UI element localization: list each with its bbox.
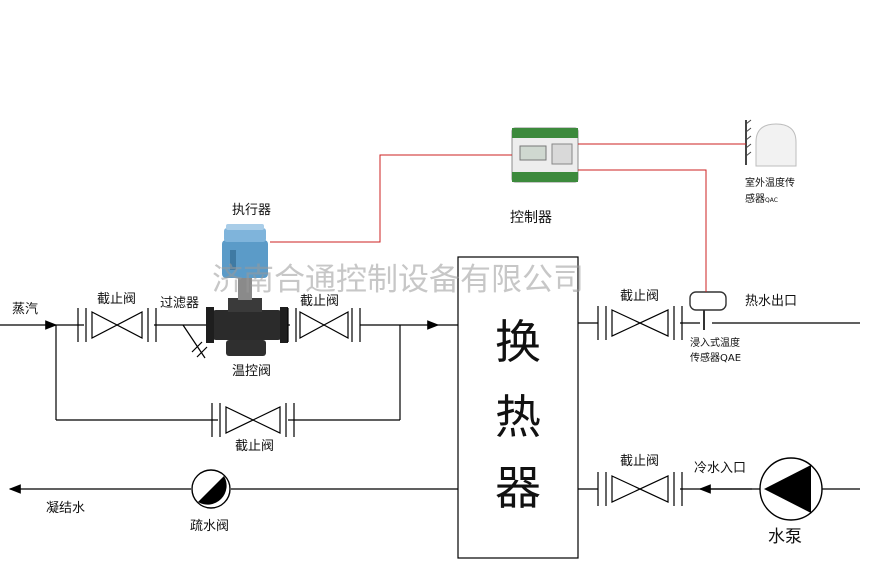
shutoff-valve-2-label: 截止阀 bbox=[300, 294, 339, 309]
outdoor-sensor bbox=[745, 119, 797, 167]
shutoff-valve-hot-label: 截止阀 bbox=[620, 289, 659, 304]
heat-exchanger-char-3: 器 bbox=[495, 461, 541, 515]
steam-label: 蒸汽 bbox=[12, 302, 38, 317]
water-pump-label: 水泵 bbox=[768, 527, 802, 547]
drain-valve bbox=[191, 469, 231, 509]
cold-water-inlet-label: 冷水入口 bbox=[694, 461, 746, 476]
heat-exchanger bbox=[457, 256, 579, 559]
shutoff-valve-bypass bbox=[211, 403, 295, 437]
drain-valve-label: 疏水阀 bbox=[190, 519, 229, 534]
shutoff-valve-cold bbox=[597, 472, 683, 506]
outdoor-sensor-label-1: 室外温度传 bbox=[745, 176, 795, 189]
condensate-label: 凝结水 bbox=[46, 500, 85, 516]
steam-pipe bbox=[0, 320, 458, 421]
actuator bbox=[222, 224, 268, 278]
hot-water-outlet-label: 热水出口 bbox=[745, 294, 797, 309]
immersion-sensor-label-1: 浸入式温度 bbox=[690, 336, 740, 349]
shutoff-valve-bypass-label: 截止阀 bbox=[235, 439, 274, 454]
shutoff-valve-2 bbox=[287, 308, 361, 342]
shutoff-valve-1 bbox=[77, 308, 157, 342]
temp-control-valve-label: 温控阀 bbox=[232, 364, 271, 379]
shutoff-valve-1-label: 截止阀 bbox=[97, 292, 136, 307]
heat-exchanger-char-1: 换 bbox=[495, 315, 541, 369]
immersion-sensor-label-2: 传感器QAE bbox=[690, 351, 741, 364]
immersion-sensor bbox=[689, 291, 727, 330]
outdoor-sensor-label-2: 感器QAC bbox=[745, 192, 778, 205]
filter-symbol bbox=[182, 324, 208, 359]
shutoff-valve-cold-label: 截止阀 bbox=[620, 454, 659, 469]
temp-control-valve bbox=[206, 276, 288, 356]
heat-exchanger-char-2: 热 bbox=[495, 390, 541, 444]
actuator-label: 执行器 bbox=[232, 203, 271, 218]
shutoff-valve-hot bbox=[597, 306, 683, 340]
signal-wires bbox=[270, 143, 746, 292]
controller-device bbox=[511, 127, 579, 183]
water-pump bbox=[759, 457, 823, 521]
filter-label: 过滤器 bbox=[160, 296, 199, 311]
watermark: 济南合通控制设备有限公司 bbox=[212, 262, 584, 298]
controller-label: 控制器 bbox=[510, 210, 552, 226]
